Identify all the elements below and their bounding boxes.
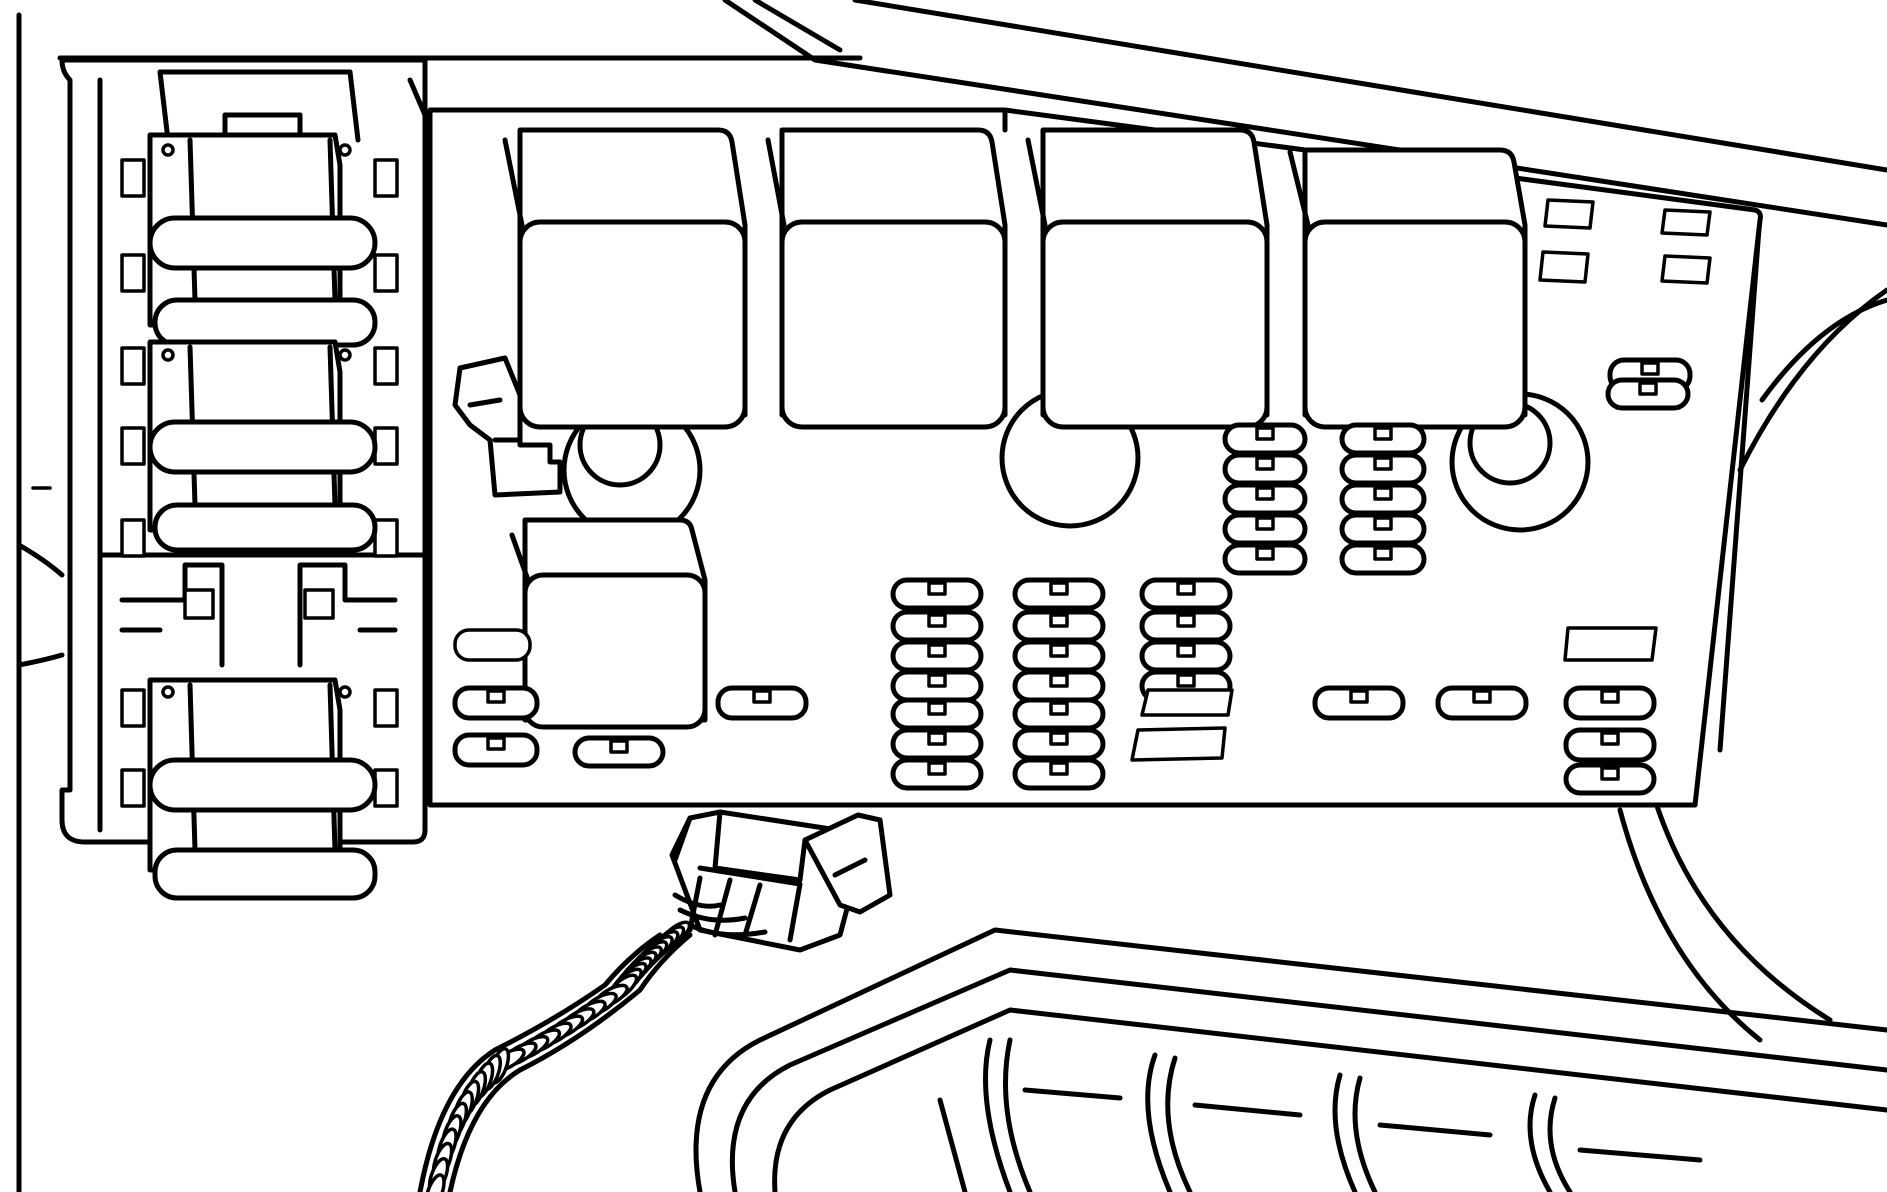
maxi-fuse-1 — [147, 132, 378, 348]
mini-fuse-c4-r1 — [1222, 422, 1308, 456]
mini-fuse-c2-r1 — [1012, 577, 1106, 611]
conduit-bead — [424, 1173, 446, 1192]
mini-fuse-c5-r4 — [1339, 512, 1427, 546]
mini-fuse-c4-r3 — [1222, 482, 1308, 516]
mini-fuse-c3-r1 — [1139, 577, 1233, 611]
maxi-mid-section — [119, 562, 398, 668]
maxi-fuse-module — [59, 57, 428, 901]
mini-fuse-right-2 — [1605, 377, 1691, 411]
mini-fuse-bottom-5 — [1312, 685, 1406, 721]
mini-fuse-c4-r2 — [1222, 452, 1308, 486]
mini-fuse-bottom-3 — [572, 735, 666, 769]
mini-fuse-c5-r2 — [1339, 452, 1427, 486]
mini-fuse-c3-r3 — [1139, 639, 1233, 673]
mini-fuse-c5-r3 — [1339, 482, 1427, 516]
mini-fuse-c4-r4 — [1222, 512, 1308, 546]
maxi-side-tabs — [120, 158, 399, 808]
maxi-fuse-2 — [147, 339, 378, 553]
mini-fuse-c1-r1 — [890, 577, 984, 611]
mini-fuse-c1-r6 — [890, 727, 984, 761]
mini-fuse-c1-r5 — [890, 697, 984, 731]
mini-fuse-c2-r7 — [1012, 757, 1106, 791]
mini-fuse-bottom-4 — [715, 685, 809, 721]
mini-fuse-c2-r2 — [1012, 609, 1106, 643]
mini-fuse-bottom-6 — [1435, 685, 1529, 721]
harness-connector — [669, 809, 893, 953]
mini-fuse-bottom-2 — [452, 732, 540, 768]
vehicle-context — [16, 0, 1887, 1192]
mini-fuse-c1-r7 — [890, 757, 984, 791]
large-relay-3 — [1025, 127, 1270, 430]
small-relay — [509, 517, 708, 730]
harness-conduit — [417, 920, 693, 1192]
wire-harness — [417, 809, 893, 1192]
mini-fuse-c4-r5 — [1222, 542, 1308, 576]
mini-fuse-c2-r6 — [1012, 727, 1106, 761]
mini-fuse-c2-r4 — [1012, 669, 1106, 703]
large-relay-1 — [502, 127, 748, 430]
mini-fuse-c2-r5 — [1012, 697, 1106, 731]
mini-fuse-c1-r3 — [890, 639, 984, 673]
mini-fuse-c1-r4 — [890, 669, 984, 703]
mini-fuse-c1-r2 — [890, 609, 984, 643]
air-cleaner-outline — [693, 927, 1887, 1192]
mini-fuse-c5-r1 — [1339, 422, 1427, 456]
mini-fuse-bottom-7 — [1563, 685, 1657, 721]
mini-fuse-c2-r3 — [1012, 639, 1106, 673]
mini-fuse-c3-r2 — [1139, 609, 1233, 643]
maxi-fuse-3 — [147, 677, 378, 901]
mini-fuse-array — [452, 357, 1693, 796]
large-relay-4 — [1287, 147, 1528, 430]
mini-fuse-bottom-1 — [452, 685, 540, 721]
mini-fuse-bottom-9 — [1563, 762, 1657, 796]
block-tabs — [453, 198, 1712, 762]
mini-fuse-bottom-8 — [1563, 727, 1657, 763]
mini-fuse-c5-r5 — [1339, 542, 1427, 576]
large-relay-2 — [765, 127, 1008, 430]
